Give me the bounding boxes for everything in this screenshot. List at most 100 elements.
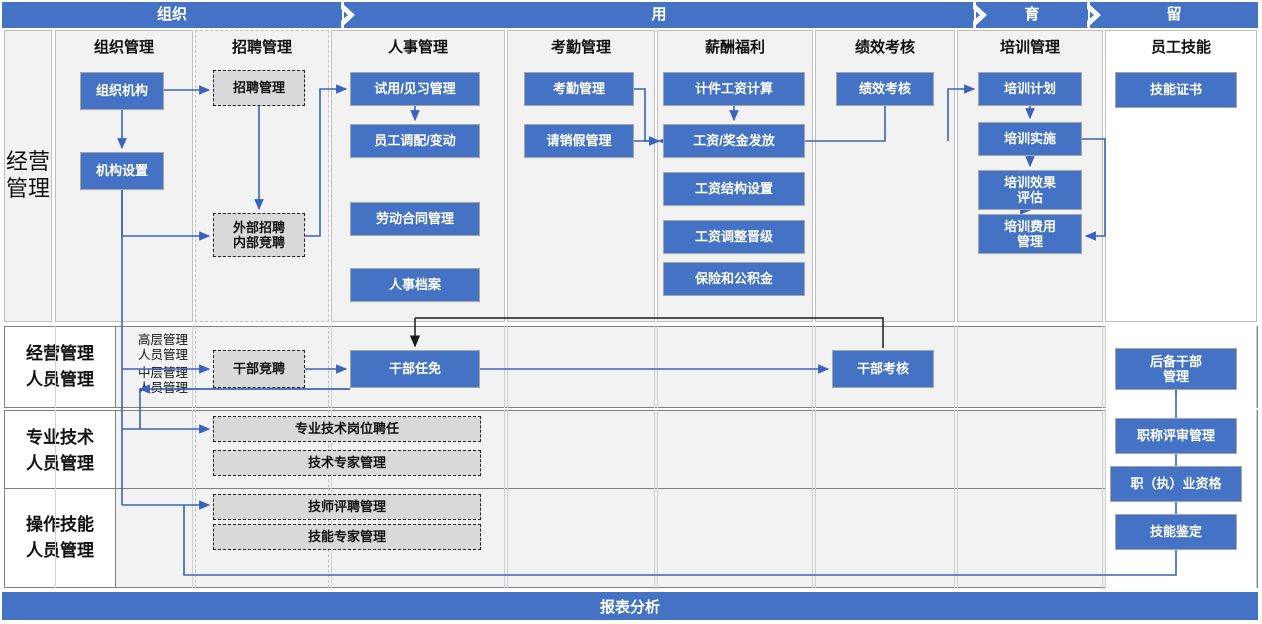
n-jijian[interactable]: 计件工资计算	[663, 72, 805, 106]
swimlane-row-label-line: 专业技术	[26, 427, 94, 447]
row-column-divider	[55, 410, 193, 492]
n-houbeiganbu[interactable]: 后备干部管理	[1115, 348, 1237, 390]
node-label: 人事档案	[388, 277, 441, 293]
n-shiyong[interactable]: 试用/见习管理	[350, 72, 480, 106]
n-ganburenmian[interactable]: 干部任免	[350, 350, 480, 388]
swimlane-row-label-line: 人员管理	[26, 454, 94, 473]
left-band-label: 经营管理	[5, 149, 50, 201]
node-label: 干部竞聘	[232, 361, 285, 377]
node-label: 技能鉴定	[1149, 524, 1202, 540]
row-column-divider	[507, 410, 655, 492]
n-zhiyeziger[interactable]: 职（执）业资格	[1110, 466, 1242, 502]
node-label: 干部任免	[388, 361, 441, 377]
node-label: 保险和公积金	[694, 271, 773, 287]
node-label: 培训实施	[1003, 131, 1056, 147]
row-column-divider	[55, 326, 193, 408]
n-gongzijiegou[interactable]: 工资结构设置	[663, 172, 805, 206]
node-label: 工资调整晋级	[694, 229, 773, 245]
swimlane-row-label: 专业技术人员管理	[4, 410, 116, 492]
node-label: 工资结构设置	[694, 181, 773, 197]
phase-label: 组织	[156, 6, 187, 23]
n-gongzitiaozheng[interactable]: 工资调整晋级	[663, 220, 805, 254]
n-peixunjihua[interactable]: 培训计划	[978, 72, 1082, 106]
module-column-header: 招聘管理	[231, 39, 292, 56]
n-zuzhijigou[interactable]: 组织机构	[80, 72, 164, 110]
n-laodong[interactable]: 劳动合同管理	[350, 202, 480, 236]
row-column-divider	[957, 488, 1103, 588]
chevron-right-icon	[973, 2, 987, 28]
node-label: 员工调配/变动	[374, 133, 456, 149]
n-ganbujingpin[interactable]: 干部竞聘	[213, 350, 305, 388]
node-label: 职（执）业资格	[1130, 476, 1222, 492]
n-jinengjianding[interactable]: 技能鉴定	[1115, 514, 1237, 550]
n-zhichengpingshen[interactable]: 职称评审管理	[1115, 418, 1237, 454]
footer-label: 报表分析	[599, 598, 660, 616]
node-label: 培训费用管理	[1003, 218, 1056, 249]
n-qingxiaojia[interactable]: 请销假管理	[524, 124, 634, 158]
node-label: 计件工资计算	[694, 81, 773, 97]
row-column-divider	[815, 326, 955, 408]
footer-report-bar[interactable]: 报表分析	[2, 592, 1258, 620]
node-label: 干部考核	[856, 361, 909, 377]
row-column-divider	[815, 488, 955, 588]
node-label: 后备干部管理	[1149, 353, 1202, 384]
node-label: 劳动合同管理	[375, 211, 454, 227]
n-jinengzhuanjia[interactable]: 技能专家管理	[213, 524, 481, 550]
n-kaoqin[interactable]: 考勤管理	[524, 72, 634, 106]
swimlane-row-label-line: 操作技能	[26, 514, 94, 534]
row-column-divider	[331, 326, 505, 408]
swimlane-row-label-line: 人员管理	[26, 370, 94, 389]
node-label: 绩效考核	[858, 81, 911, 97]
node-label: 技能专家管理	[307, 529, 386, 545]
swimlane-row-label-line: 经营管理	[26, 343, 94, 363]
mini-label: 人员管理	[138, 348, 189, 362]
n-peixunxiaoguo[interactable]: 培训效果评估	[978, 170, 1082, 210]
node-label: 技能证书	[1149, 82, 1202, 98]
n-zhaopin[interactable]: 招聘管理	[213, 70, 305, 106]
node-label: 专业技术岗位聘任	[294, 421, 399, 437]
swimlane-row-label: 操作技能人员管理	[4, 488, 116, 588]
swimlane-row-label: 经营管理人员管理	[4, 326, 116, 408]
n-jishuzhuanjia[interactable]: 技术专家管理	[213, 450, 481, 476]
n-jishipingpin[interactable]: 技师评聘管理	[213, 494, 481, 520]
mini-label: 中层管理	[138, 366, 189, 380]
row-column-divider	[55, 488, 193, 588]
n-ganbukaohe[interactable]: 干部考核	[832, 350, 934, 388]
module-column-header: 员工技能	[1150, 39, 1211, 56]
n-jinengzhengshu[interactable]: 技能证书	[1115, 72, 1237, 108]
row-column-divider	[657, 326, 813, 408]
row-column-divider	[957, 410, 1103, 492]
module-column-header: 培训管理	[999, 39, 1060, 56]
phase-label: 留	[1166, 6, 1182, 23]
mini-label: 人员管理	[138, 381, 189, 395]
n-jigoushezhi[interactable]: 机构设置	[80, 152, 164, 190]
n-baoxian[interactable]: 保险和公积金	[663, 262, 805, 296]
n-gongzifafang[interactable]: 工资/奖金发放	[663, 124, 805, 158]
phase-2: 用	[344, 2, 987, 28]
mini-label: 高层管理	[138, 333, 189, 347]
n-yuangongtp[interactable]: 员工调配/变动	[350, 124, 480, 158]
left-band-operations: 经营管理	[4, 30, 52, 322]
node-label: 工资/奖金发放	[693, 133, 775, 149]
node-label: 培训计划	[1003, 81, 1056, 97]
module-column-header: 组织管理	[93, 39, 154, 56]
node-label: 培训效果评估	[1003, 174, 1056, 205]
n-renshidangan[interactable]: 人事档案	[350, 268, 480, 302]
row-column-divider	[815, 410, 955, 492]
node-label: 请销假管理	[546, 133, 612, 149]
n-peixunshishi[interactable]: 培训实施	[978, 122, 1082, 156]
phase-label: 育	[1024, 6, 1040, 23]
node-label: 技术专家管理	[307, 455, 386, 471]
n-waibu[interactable]: 外部招聘内部竞聘	[213, 213, 305, 257]
node-label: 招聘管理	[232, 80, 285, 96]
module-column-header: 人事管理	[387, 39, 448, 56]
n-zhuanyegangwei[interactable]: 专业技术岗位聘任	[213, 416, 481, 442]
n-peixunfeiyong[interactable]: 培训费用管理	[978, 214, 1082, 254]
chevron-right-icon	[1087, 2, 1101, 28]
row-column-divider	[507, 326, 655, 408]
node-label: 试用/见习管理	[374, 81, 456, 97]
node-label: 考勤管理	[552, 81, 605, 97]
phase-label: 用	[651, 6, 667, 23]
row-column-divider	[957, 326, 1103, 408]
n-jixiaokaohe[interactable]: 绩效考核	[836, 72, 934, 106]
